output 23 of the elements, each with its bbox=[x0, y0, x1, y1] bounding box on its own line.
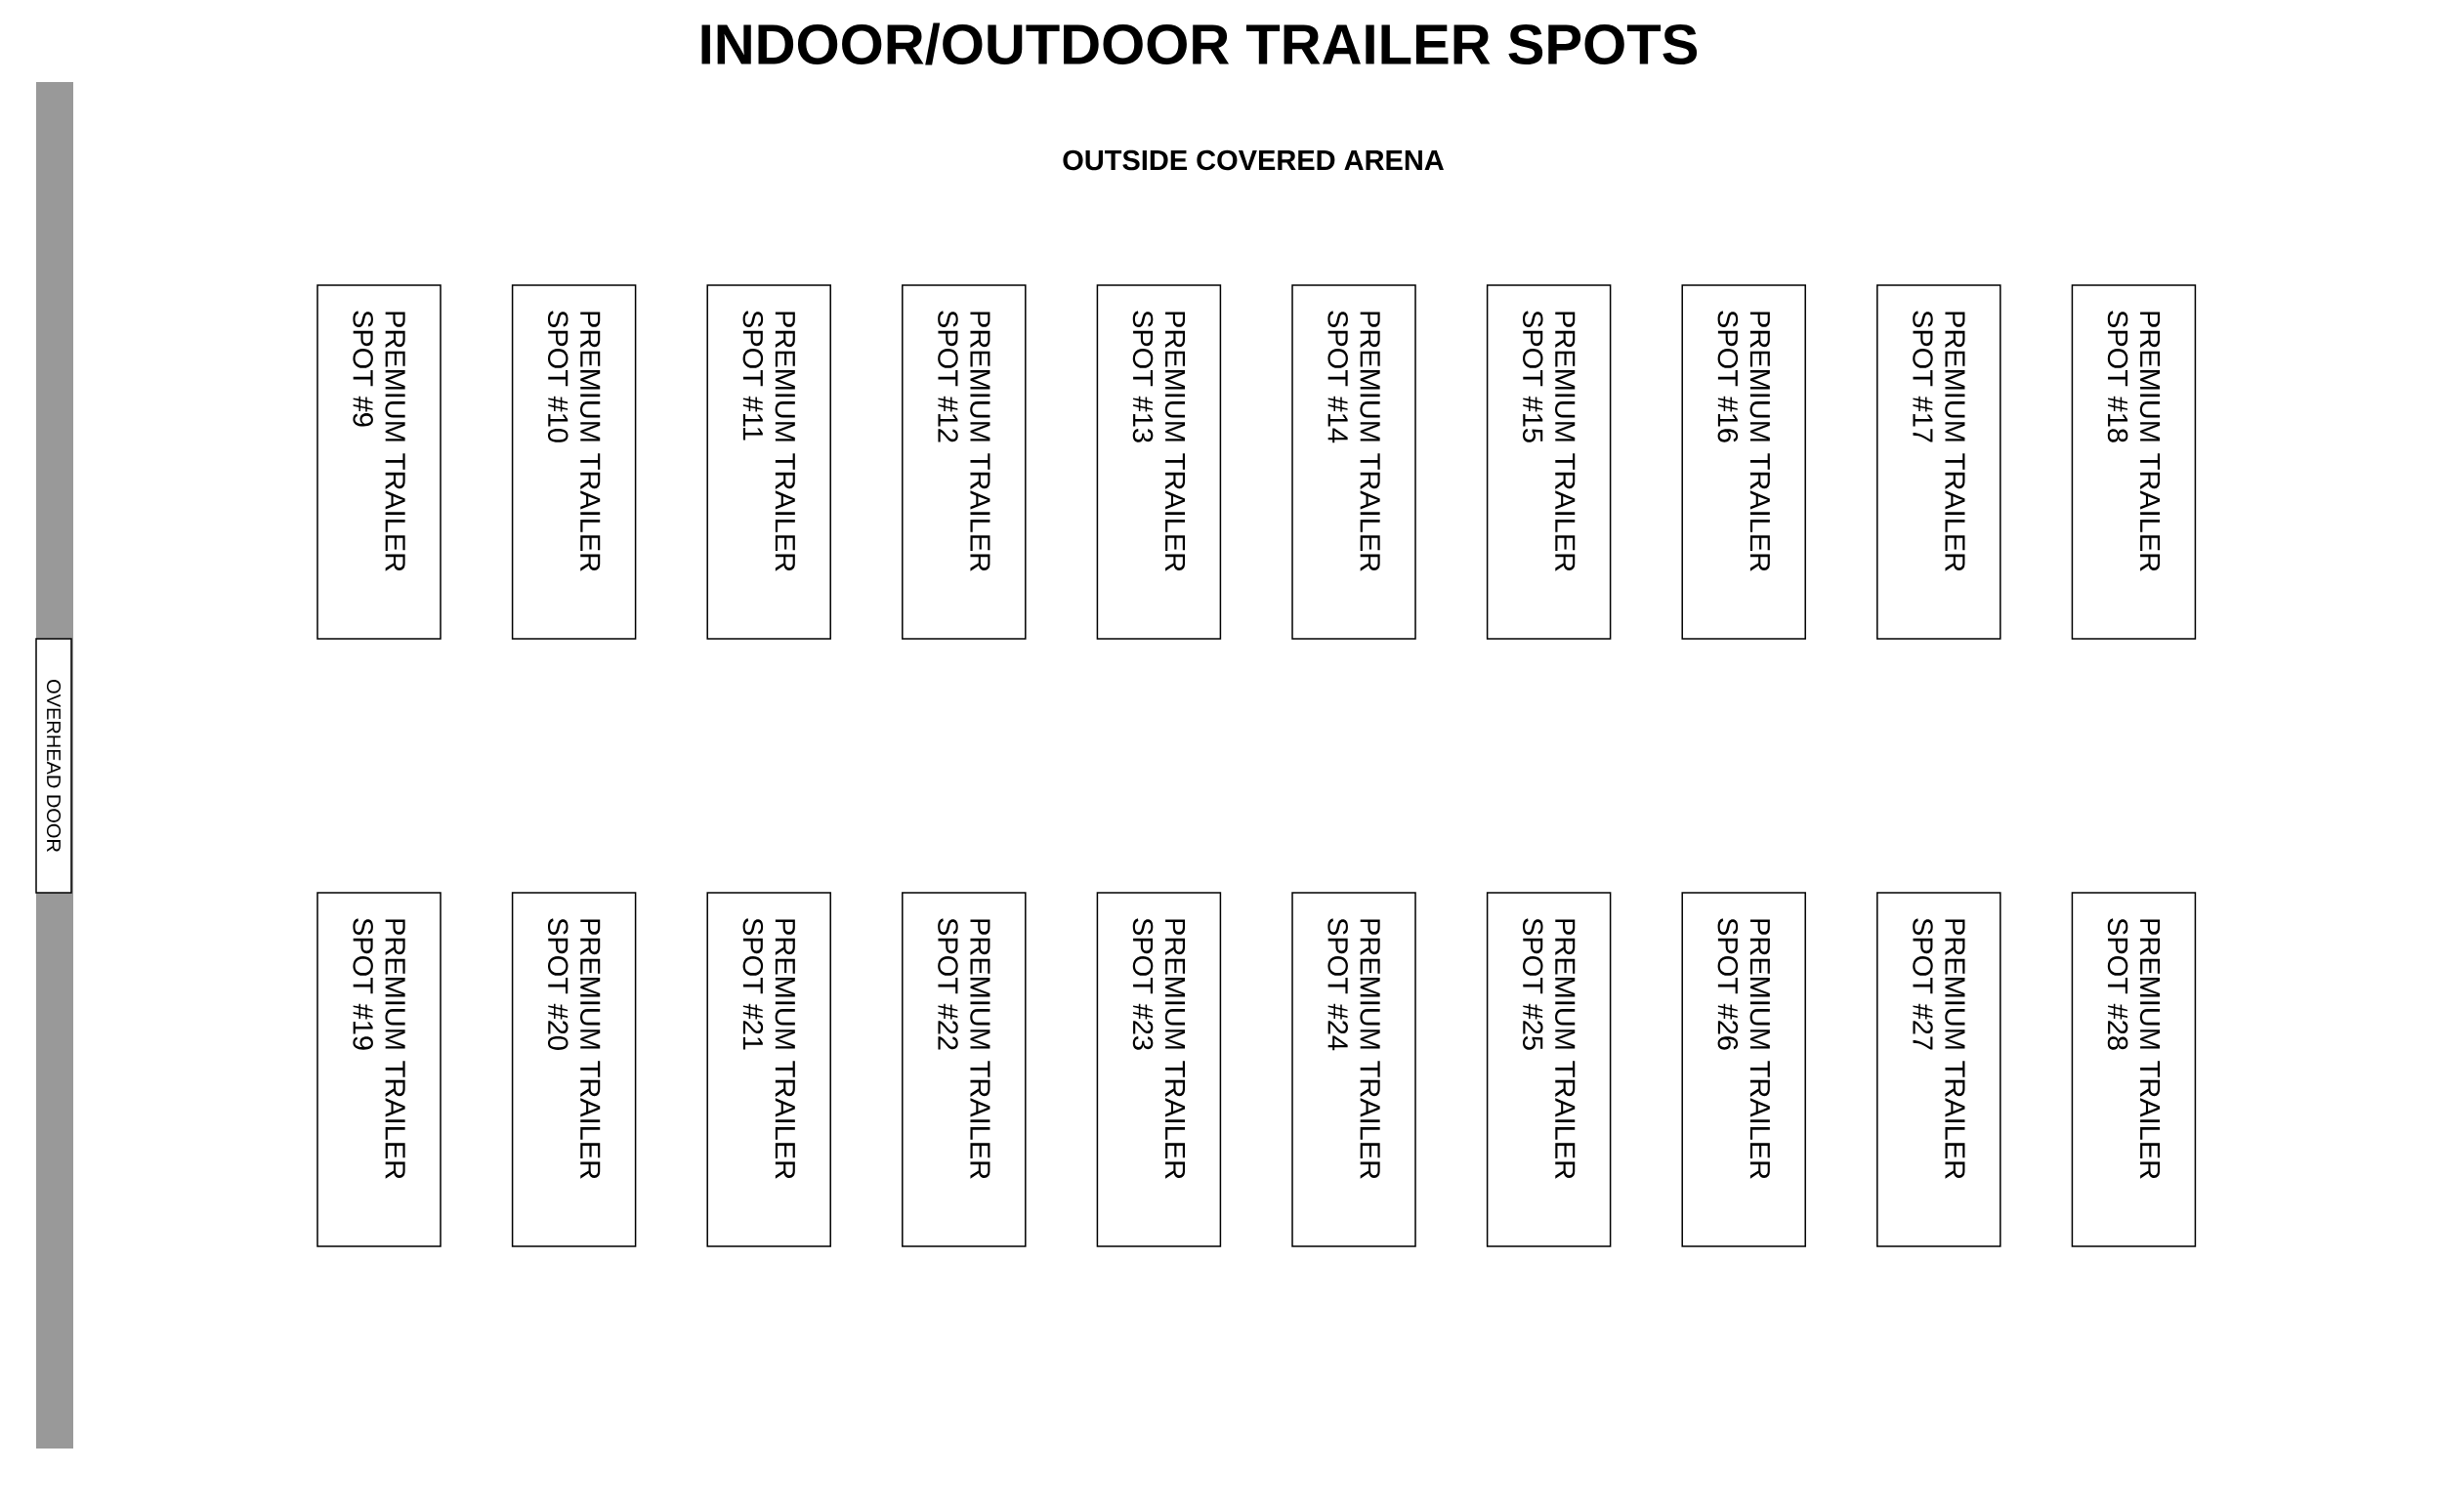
trailer-spot-box: PREMIUM TRAILER SPOT #13 bbox=[1096, 284, 1222, 640]
trailer-spot-box: PREMIUM TRAILER SPOT #21 bbox=[706, 892, 831, 1247]
trailer-spot-box: PREMIUM TRAILER SPOT #24 bbox=[1291, 892, 1416, 1247]
door-box: OVERHEAD DOOR bbox=[35, 638, 72, 894]
trailer-spot-box: PREMIUM TRAILER SPOT #12 bbox=[902, 284, 1027, 640]
trailer-spot-box: PREMIUM TRAILER SPOT #19 bbox=[316, 892, 442, 1247]
trailer-spot-box: PREMIUM TRAILER SPOT #23 bbox=[1096, 892, 1222, 1247]
trailer-spot-box: PREMIUM TRAILER SPOT #25 bbox=[1486, 892, 1612, 1247]
trailer-spot-box: PREMIUM TRAILER SPOT #16 bbox=[1681, 284, 1806, 640]
trailer-spot-box: PREMIUM TRAILER SPOT #26 bbox=[1681, 892, 1806, 1247]
trailer-spot-box: PREMIUM TRAILER SPOT #27 bbox=[1876, 892, 2001, 1247]
trailer-spot-box: PREMIUM TRAILER SPOT #10 bbox=[511, 284, 637, 640]
area-label: OUTSIDE COVERED ARENA bbox=[1063, 149, 1444, 171]
trailer-spot-box: PREMIUM TRAILER SPOT #11 bbox=[706, 284, 831, 640]
trailer-spot-box: PREMIUM TRAILER SPOT #22 bbox=[902, 892, 1027, 1247]
trailer-spot-box: PREMIUM TRAILER SPOT #9 bbox=[316, 284, 442, 640]
trailer-spot-box: PREMIUM TRAILER SPOT #28 bbox=[2071, 892, 2197, 1247]
trailer-spot-box: PREMIUM TRAILER SPOT #20 bbox=[511, 892, 637, 1247]
trailer-spot-box: PREMIUM TRAILER SPOT #15 bbox=[1486, 284, 1612, 640]
trailer-spot-box: PREMIUM TRAILER SPOT #17 bbox=[1876, 284, 2001, 640]
trailer-spot-box: PREMIUM TRAILER SPOT #14 bbox=[1291, 284, 1416, 640]
trailer-spot-box: PREMIUM TRAILER SPOT #18 bbox=[2071, 284, 2197, 640]
title: INDOOR/OUTDOOR TRAILER SPOTS bbox=[701, 22, 1698, 65]
